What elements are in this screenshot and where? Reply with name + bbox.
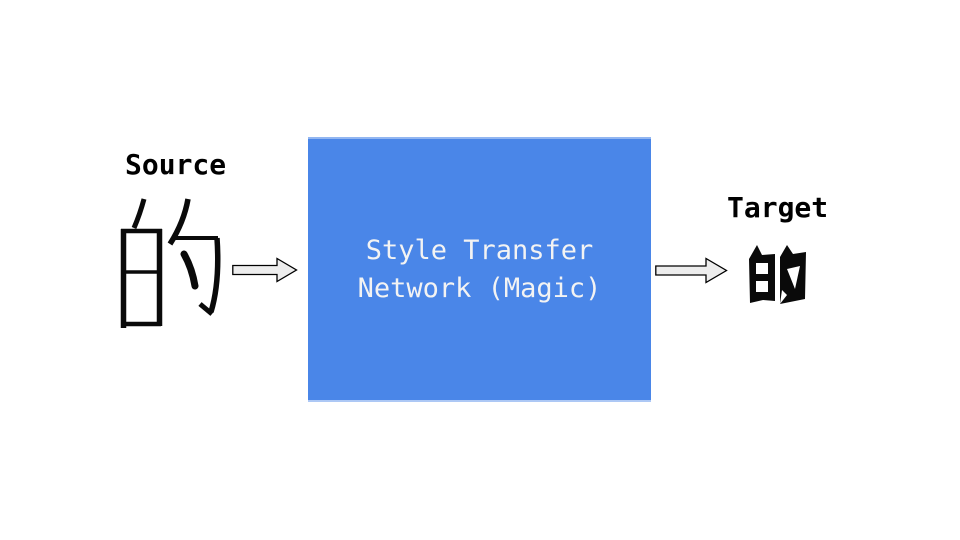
source-character-glyph [120, 198, 221, 328]
target-character-glyph [749, 245, 806, 304]
network-box-line2: Network (Magic) [357, 272, 602, 304]
arrow-network-to-target [655, 257, 728, 284]
arrow-source-to-network [232, 257, 298, 283]
target-label: Target [727, 191, 829, 224]
source-label: Source [125, 148, 227, 181]
network-box-line1: Style Transfer [365, 234, 594, 266]
target-character: 的 [747, 242, 809, 306]
source-character: 的 [116, 197, 226, 331]
style-transfer-network-box: Style Transfer Network (Magic) [308, 137, 651, 402]
